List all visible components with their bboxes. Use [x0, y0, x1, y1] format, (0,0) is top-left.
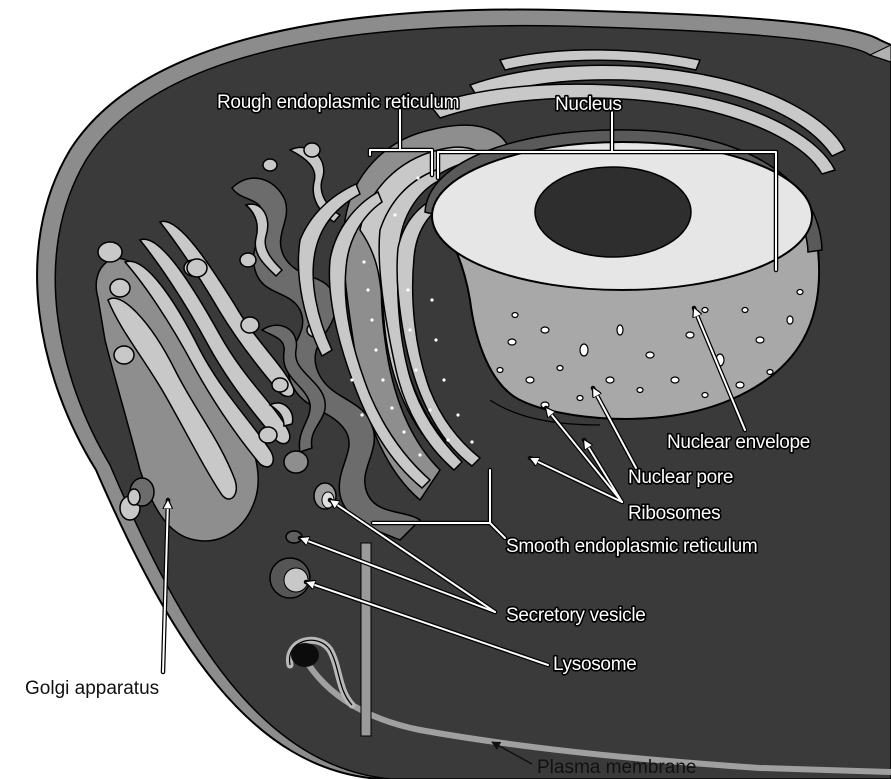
label-nucleus: Nucleus [555, 94, 622, 115]
cytoskeleton-rod [361, 543, 371, 736]
label-smooth-er: Smooth endoplasmic reticulum [506, 536, 757, 557]
label-rough-er: Rough endoplasmic reticulum [217, 92, 459, 113]
label-nuclear-envelope: Nuclear envelope [667, 432, 810, 453]
label-lysosome: Lysosome [553, 654, 637, 675]
invagination-shadow [291, 643, 319, 667]
label-golgi-apparatus: Golgi apparatus [25, 678, 159, 699]
label-nuclear-pore: Nuclear pore [628, 467, 733, 488]
label-plasma-membrane: Plasma membrane [537, 757, 696, 778]
label-ribosomes: Ribosomes [628, 503, 720, 524]
label-secretory-vesicle: Secretory vesicle [506, 605, 646, 626]
nucleolus [535, 167, 691, 257]
